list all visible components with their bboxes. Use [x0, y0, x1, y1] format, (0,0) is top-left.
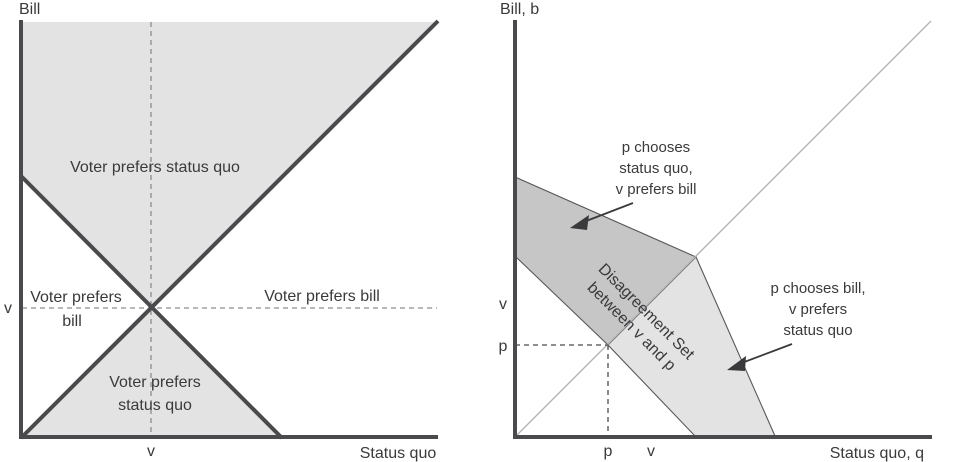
annotation-upper-line2: status quo,	[619, 160, 692, 177]
band-label-group: Disagreement Set between v and p	[584, 261, 698, 375]
line-reflection	[19, 174, 284, 440]
band-label-line2: between v and p	[584, 279, 679, 374]
left-x-axis-title: Status quo	[360, 445, 437, 462]
region-lower-status-quo-shading	[22, 308, 281, 437]
left-y-axis-title: Bill	[19, 1, 40, 18]
annotation-upper-arrow-icon	[570, 202, 634, 230]
annotation-lower-line3: status quo	[783, 322, 852, 339]
left-region-label-right: Voter prefers bill	[264, 288, 380, 305]
right-y-tick-v: v	[499, 296, 507, 313]
band-label-line1: Disagreement Set	[595, 261, 698, 364]
annotation-lower-line2: v prefers	[789, 301, 847, 318]
right-x-axis-title: Status quo, q	[830, 445, 924, 462]
left-region-label-lower-line1: Voter prefers	[109, 374, 201, 391]
region-upper-status-quo-shading	[22, 22, 437, 308]
left-x-tick-v: v	[147, 443, 155, 460]
right-y-axis-title: Bill, b	[500, 1, 539, 18]
annotation-lower-arrow-icon	[727, 343, 793, 371]
band-dark-disagreement-upper	[514, 176, 697, 346]
right-y-tick-p: p	[499, 338, 508, 355]
left-region-label-upper: Voter prefers status quo	[70, 159, 240, 176]
line-45-degree	[19, 19, 440, 440]
left-region-label-lower-line2: status quo	[118, 397, 192, 414]
band-light-disagreement-lower	[607, 256, 776, 437]
annotation-lower-line1: p chooses bill,	[770, 280, 865, 297]
left-panel-voter-preferences: Bill Status quo v v Voter prefers status…	[4, 1, 440, 462]
left-region-label-leftbill-line1: Voter prefers	[30, 289, 122, 306]
annotation-upper-line1: p chooses	[622, 139, 690, 156]
left-region-label-leftbill-line2: bill	[62, 313, 82, 330]
left-y-tick-v: v	[4, 300, 12, 317]
annotation-upper-line3: v prefers bill	[616, 181, 697, 198]
line-45-degree-thin	[514, 20, 932, 438]
right-x-tick-p: p	[604, 443, 613, 460]
right-x-tick-v: v	[647, 443, 655, 460]
